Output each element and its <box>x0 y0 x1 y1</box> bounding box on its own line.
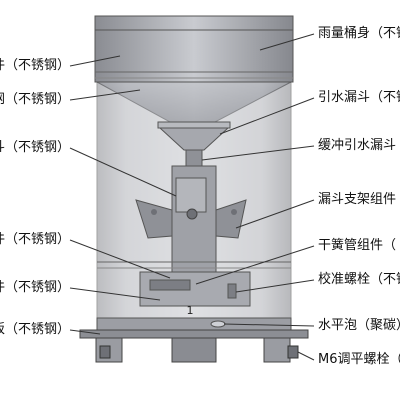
leader-right-5 <box>195 245 315 285</box>
label-right-1: 雨量桶身（不锈 <box>318 26 400 41</box>
leader-left-4 <box>69 239 171 279</box>
label-right-2: 引水漏斗（不锈 <box>318 90 400 105</box>
label-right-4: 漏斗支架组件 <box>318 192 397 207</box>
guide-funnel <box>158 127 230 151</box>
tipping-bucket-left <box>135 199 173 239</box>
label-left-5: 件（不锈钢） <box>0 280 70 295</box>
label-left-6: 板（不锈钢） <box>0 322 70 337</box>
reed-switch <box>149 279 191 291</box>
part-number: 1 <box>187 304 194 317</box>
leader-right-6 <box>235 279 315 293</box>
bracket-plate <box>175 177 207 213</box>
leader-right-8 <box>297 351 315 361</box>
leader-right-2 <box>219 97 315 135</box>
label-left-1: 件（不锈钢） <box>0 58 70 73</box>
center-box <box>171 337 217 363</box>
label-right-7: 水平泡（聚碳） <box>318 318 400 333</box>
level-bubble <box>210 320 226 328</box>
right-leg <box>263 337 291 363</box>
leader-left-6 <box>69 329 101 335</box>
label-right-6: 校准螺栓（不锈 <box>318 272 400 287</box>
label-left-2: 网（不锈钢） <box>0 92 70 107</box>
label-right-5: 干簧管组件（ <box>318 238 397 253</box>
tipping-bucket-right <box>215 199 247 239</box>
pivot-screw <box>186 208 198 220</box>
label-right-8: M6调平螺栓（不 <box>318 352 400 367</box>
leader-right-4 <box>235 199 315 229</box>
m6-bolt-right <box>287 345 299 359</box>
leader-right-7 <box>223 323 315 327</box>
collector-ring <box>94 29 294 83</box>
leader-left-1 <box>69 55 121 67</box>
label-left-4: 件（不锈钢） <box>0 232 70 247</box>
leaders-right <box>195 33 315 361</box>
bucket-screw-right <box>231 209 237 215</box>
leader-right-3 <box>201 145 315 161</box>
leader-left-3 <box>69 147 177 197</box>
calibration-bolt <box>227 283 237 299</box>
bucket-screw-left <box>151 209 157 215</box>
label-right-3: 缓冲引水漏斗 <box>318 138 397 153</box>
guide-funnel-rim <box>157 121 231 129</box>
leader-left-2 <box>69 89 141 101</box>
leaders-left <box>69 55 177 335</box>
label-left-3: 斗（不锈钢） <box>0 140 70 155</box>
m6-bolt-left <box>99 345 111 359</box>
base-frame <box>79 329 309 339</box>
buffer-funnel-neck <box>185 149 203 167</box>
leader-left-5 <box>69 287 161 301</box>
leader-right-1 <box>259 33 315 51</box>
top-rim <box>94 15 294 31</box>
